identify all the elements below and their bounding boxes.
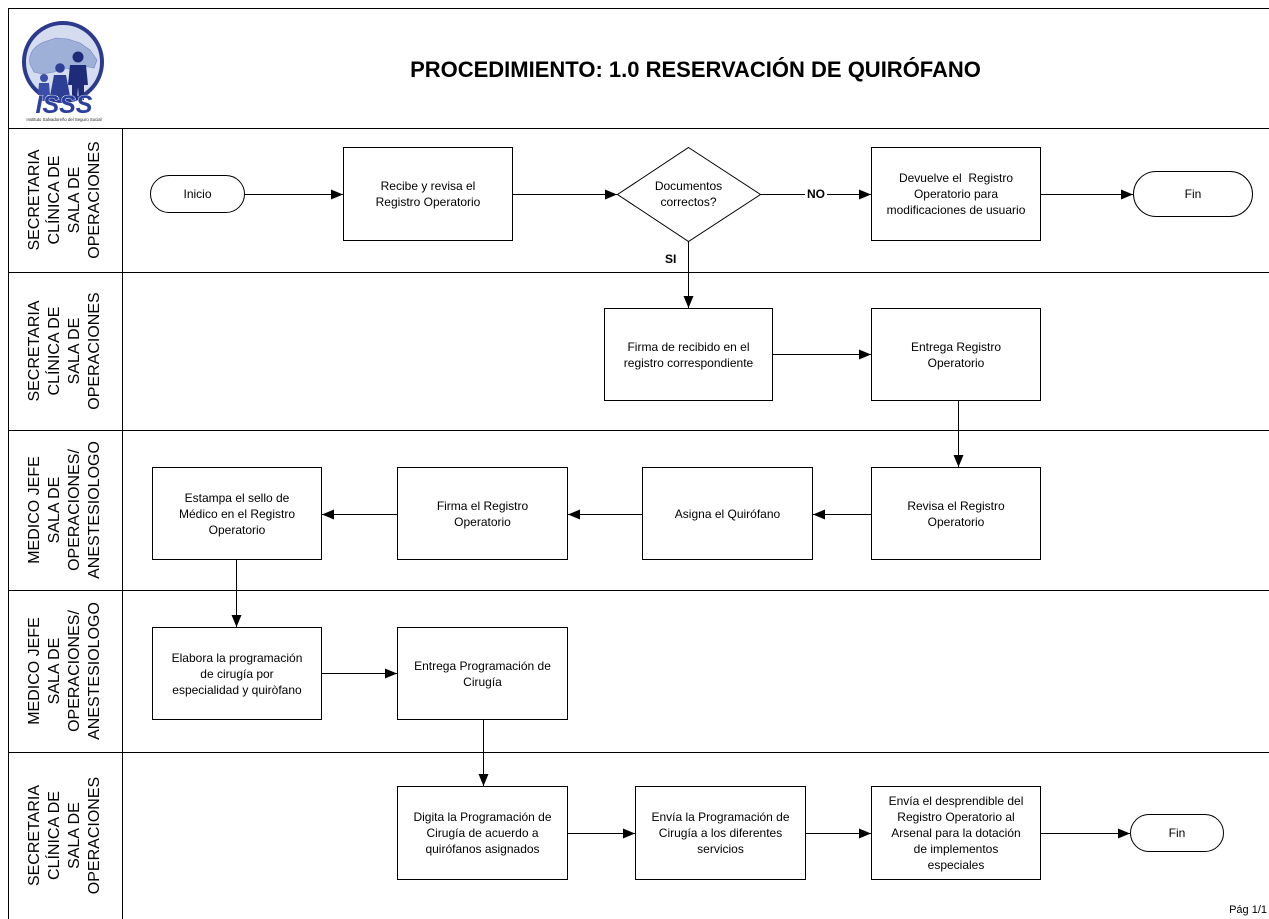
node-text: Recibe y revisa el xyxy=(380,179,476,193)
page-number: Pág 1/1 xyxy=(1229,904,1267,916)
node-text: Fin xyxy=(1168,826,1186,840)
lane-label-secretaria-1: SECRETARIA CLÍNICA DE SALA DE OPERACIONE… xyxy=(8,128,122,272)
node-text: Médico en el Registro xyxy=(178,506,296,521)
node-text: Digita la Programación de xyxy=(413,810,552,824)
lane-label-line: OPERACIONES xyxy=(86,292,103,410)
node-text: Operatorio para xyxy=(913,187,999,201)
lane-label-line: CLÍNICA DE xyxy=(46,791,63,880)
lane-label-line: SECRETARIA xyxy=(26,149,43,251)
end-terminator-2: Fin xyxy=(1130,814,1224,852)
edge-label-si: SI xyxy=(663,252,679,266)
node-text: Firma el Registro xyxy=(436,498,529,513)
lane-label-line: ANESTESIOLOGO xyxy=(86,602,103,740)
node-text: Asigna el Quirófano xyxy=(674,506,781,521)
logo-figure-man xyxy=(68,51,88,100)
node-text: Cirugía de acuerdo a xyxy=(426,826,539,840)
node-text: de cirugía por xyxy=(200,666,274,681)
lane-label-line: SALA DE xyxy=(46,476,63,544)
lane-label-line: ANESTESIOLOGO xyxy=(86,441,103,579)
node-text: Registro Operatorio al xyxy=(897,810,1015,824)
logo-text: ISSS xyxy=(36,91,93,119)
process-elabora-programacion: Elabora la programación de cirugía por e… xyxy=(152,627,322,720)
lane-label-line: MEDICO JEFE xyxy=(26,617,43,725)
lane-label-line: SECRETARIA xyxy=(26,784,43,887)
node-text: Estampa el sello de xyxy=(184,490,290,505)
lane-label-line: CLÍNICA DE xyxy=(46,155,63,245)
process-firma-registro: Firma el Registro Operatorio xyxy=(397,467,568,560)
decision-diamond xyxy=(616,146,762,243)
edge-label-no: NO xyxy=(805,187,827,201)
decision-documentos-correctos: Documentos correctos? xyxy=(617,147,760,241)
node-text: Operatorio xyxy=(454,514,511,529)
node-text: servicios xyxy=(697,842,744,856)
logo-figure-woman xyxy=(50,63,70,102)
process-entrega-programacion: Entrega Programación de Cirugía xyxy=(397,627,568,720)
page-title: PROCEDIMIENTO: 1.0 RESERVACIÓN DE QUIRÓF… xyxy=(410,57,981,82)
lane-label-secretaria-3: SECRETARIA CLÍNICA DE SALA DE OPERACIONE… xyxy=(8,752,122,919)
lane-label-line: CLÍNICA DE xyxy=(46,306,63,396)
node-text: Operatorio xyxy=(927,355,985,370)
end-terminator: Fin xyxy=(1133,171,1253,217)
node-text: de implementos xyxy=(913,842,999,856)
node-text: modificaciones de usuario xyxy=(886,203,1026,217)
node-text: Revisa el Registro xyxy=(907,498,1005,513)
node-text: Devuelve el Registro xyxy=(898,171,1014,185)
node-text: Elabora la programación xyxy=(171,650,303,665)
process-digita-programacion: Digita la Programación de Cirugía de acu… xyxy=(397,786,568,880)
node-text: Operatorio xyxy=(208,522,266,537)
node-text: Firma de recibido en el xyxy=(627,339,750,354)
process-envia-desprendible: Envía el desprendible del Registro Opera… xyxy=(871,786,1041,880)
process-envia-programacion: Envía la Programación de Cirugía a los d… xyxy=(635,786,806,880)
process-asigna-quirofano: Asigna el Quirófano xyxy=(642,467,813,560)
start-terminator: Inicio xyxy=(150,175,245,213)
node-text: quirófanos asignados xyxy=(425,842,540,856)
logo-subtitle: Instituto Salvadoreño del Seguro Social xyxy=(26,117,101,122)
isss-logo: ISSS Instituto Salvadoreño del Seguro So… xyxy=(22,21,104,122)
node-text: Fin xyxy=(1184,187,1202,201)
lane-label-secretaria-2: SECRETARIA CLÍNICA DE SALA DE OPERACIONE… xyxy=(8,272,122,430)
process-firma-recibido: Firma de recibido en el registro corresp… xyxy=(604,308,773,401)
node-text: Inicio xyxy=(183,187,212,201)
process-estampa-sello: Estampa el sello de Médico en el Registr… xyxy=(152,467,322,560)
process-entrega-registro: Entrega Registro Operatorio xyxy=(871,308,1041,401)
node-text: Envía la Programación de xyxy=(651,810,790,824)
node-text: Arsenal para la dotación xyxy=(891,826,1021,840)
process-recibe-revisa: Recibe y revisa el Registro Operatorio xyxy=(343,147,513,241)
node-text: registro correspondiente xyxy=(623,355,754,370)
lane-label-line: OPERACIONES/ xyxy=(66,610,83,732)
lane-label-line: SALA DE xyxy=(66,166,83,234)
process-devuelve-registro: Devuelve el Registro Operatorio para mod… xyxy=(871,147,1041,241)
lane-label-line: OPERACIONES xyxy=(86,141,103,259)
node-text: Registro Operatorio xyxy=(375,195,481,209)
lane-label-line: OPERACIONES xyxy=(86,776,103,895)
node-text: Documentos xyxy=(654,179,723,193)
lane-label-line: SECRETARIA xyxy=(26,300,43,402)
lane-label-line: SALA DE xyxy=(46,637,63,705)
lane-label-line: MEDICO JEFE xyxy=(26,456,43,564)
node-text: Cirugía a los diferentes xyxy=(658,826,783,840)
node-text: especiales xyxy=(927,858,985,872)
lane-label-medico-2: MEDICO JEFE SALA DE OPERACIONES/ ANESTES… xyxy=(8,590,122,752)
lane-label-line: SALA DE xyxy=(66,317,83,385)
node-text: correctos? xyxy=(660,195,717,209)
node-text: especialidad y quiròfano xyxy=(172,682,302,697)
node-text: Envía el desprendible del xyxy=(888,794,1024,808)
node-text: Cirugía xyxy=(463,674,502,689)
lane-label-line: OPERACIONES/ xyxy=(66,449,83,571)
node-text: Entrega Programación de xyxy=(414,658,551,673)
process-revisa-registro: Revisa el Registro Operatorio xyxy=(871,467,1041,560)
lane-label-line: SALA DE xyxy=(66,802,83,869)
node-text: Operatorio xyxy=(927,514,985,529)
lane-label-medico-1: MEDICO JEFE SALA DE OPERACIONES/ ANESTES… xyxy=(8,430,122,590)
logo-figure-child xyxy=(38,74,50,101)
node-text: Entrega Registro xyxy=(910,339,1002,354)
